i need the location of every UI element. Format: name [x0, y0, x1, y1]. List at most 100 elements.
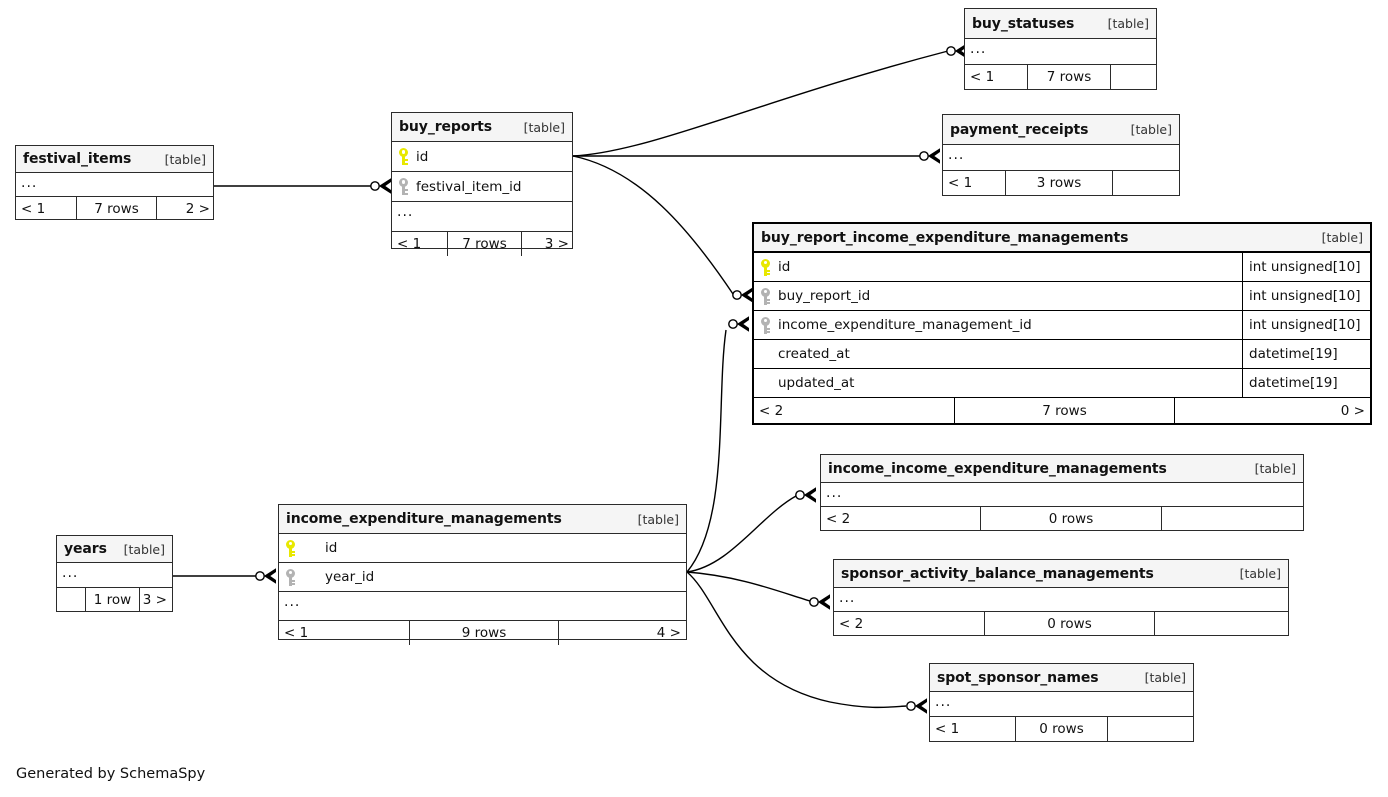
child-count-cell: 4 >	[558, 621, 686, 645]
row-count-cell: 0 rows	[980, 507, 1161, 531]
table-title: buy_report_income_expenditure_management…	[761, 229, 1129, 246]
column-name-cell: id	[285, 539, 686, 557]
foreign-key-icon	[760, 316, 773, 334]
ellipsis-label: ...	[948, 147, 965, 163]
crows-foot-marker	[740, 287, 753, 303]
table-kind-label: [table]	[1254, 461, 1296, 476]
parent-count-cell: < 2	[826, 511, 851, 527]
table-header: buy_report_income_expenditure_management…	[754, 224, 1370, 253]
row-count-cell: 7 rows	[447, 232, 521, 256]
column-name-cell: id	[398, 148, 572, 165]
table-column-row[interactable]: festival_item_id	[392, 172, 572, 202]
relationship-buy_reports-to-payment_receipts	[573, 148, 940, 164]
row-count-cell: 9 rows	[409, 621, 558, 645]
column-name: festival_item_id	[416, 178, 522, 195]
table-node-buy_report_income_expenditure_managements[interactable]: buy_report_income_expenditure_management…	[752, 222, 1372, 425]
table-kind-label: [table]	[1130, 122, 1172, 137]
table-collapsed-columns-row[interactable]: ...	[16, 173, 213, 197]
parent-count-cell	[57, 588, 85, 611]
cardinality-zero-marker	[728, 319, 738, 329]
relationship-line	[572, 155, 734, 295]
table-header: buy_reports[table]	[392, 113, 572, 142]
ellipsis-label: ...	[826, 485, 843, 501]
table-node-sponsor_activity_balance_managements[interactable]: sponsor_activity_balance_managements[tab…	[833, 559, 1289, 636]
foreign-key-icon	[398, 178, 411, 195]
table-collapsed-columns-row[interactable]: ...	[930, 692, 1193, 717]
relationship-income_expenditure_managements-to-income_income_expenditure_managements	[686, 487, 816, 573]
ellipsis-label: ...	[839, 590, 856, 606]
table-node-income_income_expenditure_managements[interactable]: income_income_expenditure_managements [ta…	[820, 454, 1304, 531]
ellipsis-label: ...	[935, 694, 952, 710]
cardinality-zero-marker	[809, 597, 819, 607]
cardinality-zero-marker	[255, 571, 265, 581]
table-collapsed-columns-row[interactable]: ...	[279, 592, 686, 621]
table-kind-label: [table]	[164, 151, 206, 167]
table-node-income_expenditure_managements[interactable]: income_expenditure_managements[table]id y…	[278, 504, 687, 645]
cardinality-zero-marker	[906, 701, 916, 711]
child-count-cell: 2 >	[156, 197, 215, 220]
table-title: buy_statuses	[972, 15, 1075, 32]
row-count-cell: 7 rows	[76, 197, 156, 220]
relationship-income_expenditure_managements-to-sponsor_activity_balance_managements	[686, 571, 830, 610]
column-type-cell: datetime[19]	[1242, 339, 1370, 369]
table-column-row[interactable]: year_id	[279, 563, 686, 592]
primary-key-icon	[285, 539, 298, 557]
parent-count-cell: < 1	[21, 200, 46, 217]
cardinality-zero-marker	[919, 151, 929, 161]
table-kind-label: [table]	[1144, 670, 1186, 685]
table-collapsed-columns-row[interactable]: ...	[834, 588, 1288, 612]
child-count-cell	[1107, 717, 1193, 741]
relationship-buy_reports-to-buy_statuses	[572, 43, 967, 157]
schemaspy-credit: Generated by SchemaSpy	[16, 766, 206, 782]
crows-foot-marker	[927, 148, 940, 164]
table-title: income_income_expenditure_managements	[828, 460, 1167, 477]
table-collapsed-columns-row[interactable]: ...	[821, 483, 1303, 507]
table-title: sponsor_activity_balance_managements	[841, 565, 1154, 582]
table-collapsed-columns-row[interactable]: ...	[392, 202, 572, 232]
crows-foot-marker	[914, 698, 927, 714]
child-count-cell: 0 >	[1174, 398, 1370, 423]
crows-foot-marker	[803, 487, 816, 503]
row-count-cell: 0 rows	[984, 612, 1154, 636]
table-title: festival_items	[23, 151, 132, 167]
table-collapsed-columns-row[interactable]: ...	[965, 39, 1156, 65]
column-name-cell: updated_at	[760, 375, 1242, 392]
column-name-cell: id	[760, 258, 1242, 276]
table-collapsed-columns-row[interactable]: ...	[943, 145, 1179, 171]
table-title: years	[64, 541, 107, 557]
primary-key-icon	[398, 148, 411, 165]
relationship-line	[686, 329, 727, 573]
row-count-cell: 0 rows	[1015, 717, 1107, 741]
table-column-row[interactable]: id	[279, 534, 686, 563]
table-header: income_expenditure_managements[table]	[279, 505, 686, 534]
table-header: years[table]	[57, 536, 172, 563]
row-count-cell: 7 rows	[954, 398, 1174, 423]
table-header: buy_statuses[table]	[965, 9, 1156, 39]
table-column-row[interactable]: id	[392, 142, 572, 172]
table-collapsed-columns-row[interactable]: ...	[57, 563, 172, 588]
row-count-cell: 7 rows	[1027, 65, 1110, 89]
table-header: income_income_expenditure_managements [ta…	[821, 455, 1303, 483]
row-count-cell: 1 row	[85, 588, 139, 611]
relationship-years-to-income_expenditure_managements	[173, 568, 276, 584]
column-name: buy_report_id	[778, 288, 871, 304]
column-name: income_expenditure_management_id	[778, 317, 1032, 333]
column-type-cell: datetime[19]	[1242, 368, 1370, 398]
